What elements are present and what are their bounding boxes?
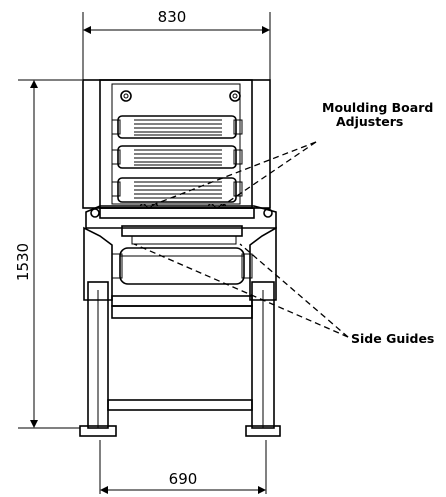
lower-drum [111,247,253,285]
dimension-bottom-label: 690 [169,470,198,488]
side-guides-label: Side Guides [351,331,434,346]
moulding-board-leaders [149,141,317,207]
roller-3 [111,177,243,203]
dimension-top-label: 830 [158,8,187,26]
roller-2 [111,145,243,169]
moulding-board-label-line2: Adjusters [336,114,403,129]
roller-1 [111,115,243,139]
dimension-left-label: 1530 [14,243,32,281]
moulding-board-label-line1: Moulding Board [322,100,433,115]
machine-frame [79,79,281,437]
dimension-bottom: 690 [99,440,267,494]
dimension-left: 1530 [14,79,82,429]
dimension-top: 830 [82,8,271,80]
side-guide-leaders [133,243,349,338]
